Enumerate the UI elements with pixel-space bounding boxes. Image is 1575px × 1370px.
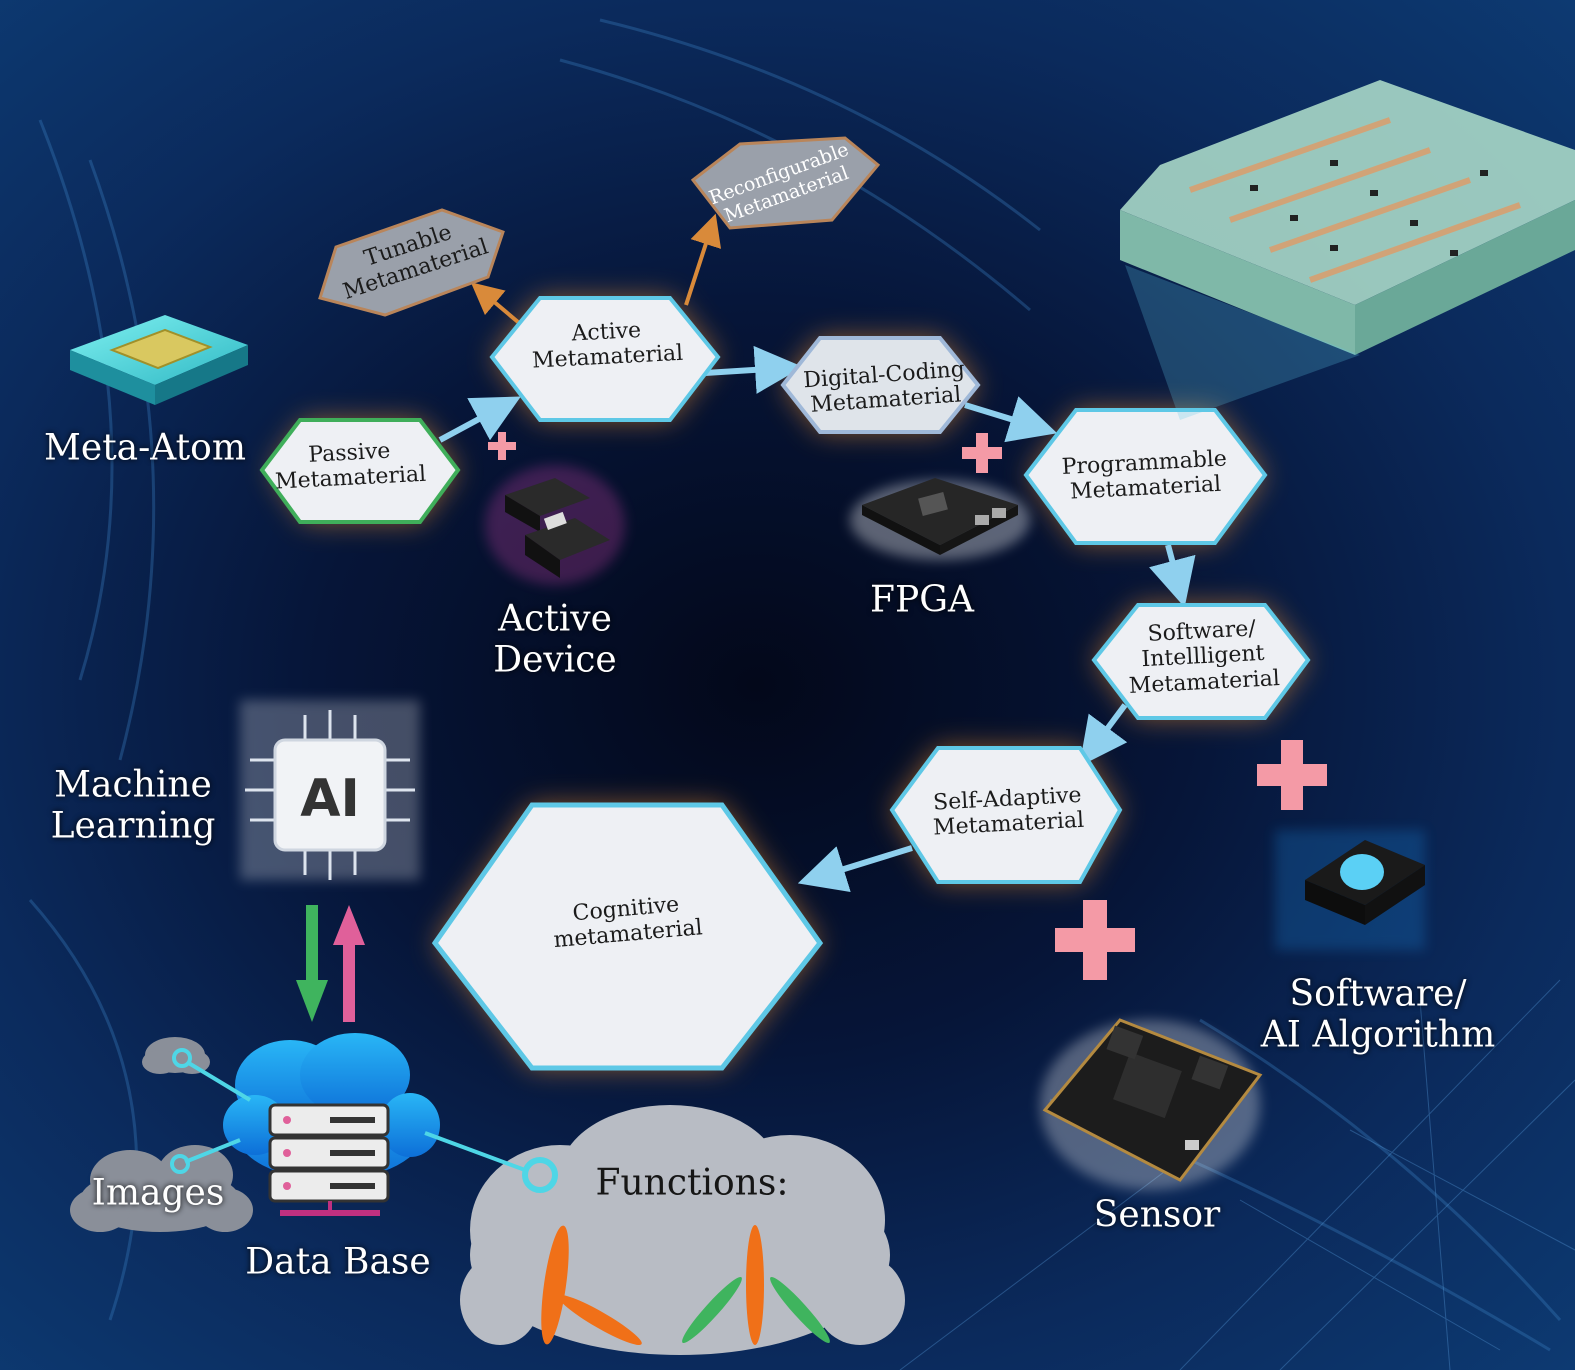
label-programmable: Programmable Metamaterial: [1061, 446, 1228, 505]
hex-software: [1091, 603, 1311, 720]
active-device-chip-icon: [485, 465, 625, 585]
brain-chip-icon: [1275, 830, 1425, 950]
label-machine-learning: Machine Learning: [50, 764, 216, 847]
hex-tunable: [318, 208, 505, 317]
ml-arrows: [296, 905, 365, 1022]
label-images: Images: [91, 1172, 225, 1214]
hex-programmable: [1023, 408, 1268, 545]
ai-chip-text: AI: [300, 769, 360, 830]
ai-chip-icon: [240, 700, 420, 880]
database-cloud-icon: [170, 1033, 558, 1216]
flow-arrows: [438, 345, 1196, 893]
label-self-adaptive: Self-Adaptive Metamaterial: [932, 782, 1085, 841]
label-data-base: Data Base: [245, 1241, 431, 1283]
plus-icon: [1257, 740, 1327, 810]
label-fpga: FPGA: [870, 579, 974, 621]
hex-selfadaptive: [889, 746, 1123, 884]
label-meta-atom: Meta-Atom: [44, 427, 246, 469]
functions-cloud-icon: [460, 1105, 905, 1355]
images-cloud-icon: [70, 1145, 253, 1232]
background-network-lines: [899, 979, 1575, 1370]
beam-pattern-icon: [541, 1225, 830, 1345]
branch-arrows: [470, 213, 722, 324]
hex-passive: [259, 418, 461, 524]
label-active-device: Active Device: [493, 598, 617, 681]
label-functions: Functions:: [595, 1162, 789, 1204]
plus-icon: [488, 432, 516, 460]
plus-icon: [1055, 900, 1135, 980]
label-sensor: Sensor: [1093, 1194, 1221, 1236]
label-software-ai-algorithm: Software/ AI Algorithm: [1260, 973, 1496, 1056]
meta-atom-cube-icon: [70, 315, 248, 405]
label-active-metamaterial: Active Metamaterial: [531, 317, 684, 374]
hex-digital: [780, 336, 981, 434]
hex-reconfigurable: [690, 136, 881, 230]
label-passive: Passive Metamaterial: [274, 438, 427, 495]
hex-active: [489, 296, 721, 422]
metasurface-panel-icon: [1120, 80, 1575, 420]
sensor-board-icon: [1040, 1018, 1263, 1190]
grey-hex-nodes: [318, 136, 881, 317]
plus-icon: [962, 433, 1002, 473]
fpga-board-icon: [850, 478, 1030, 560]
plus-signs: [488, 432, 1327, 980]
label-software-intelligent: Software/ Intellligent Metamaterial: [1128, 616, 1281, 699]
hex-cognitive: [431, 802, 824, 1071]
white-hex-nodes: [259, 296, 1311, 1071]
